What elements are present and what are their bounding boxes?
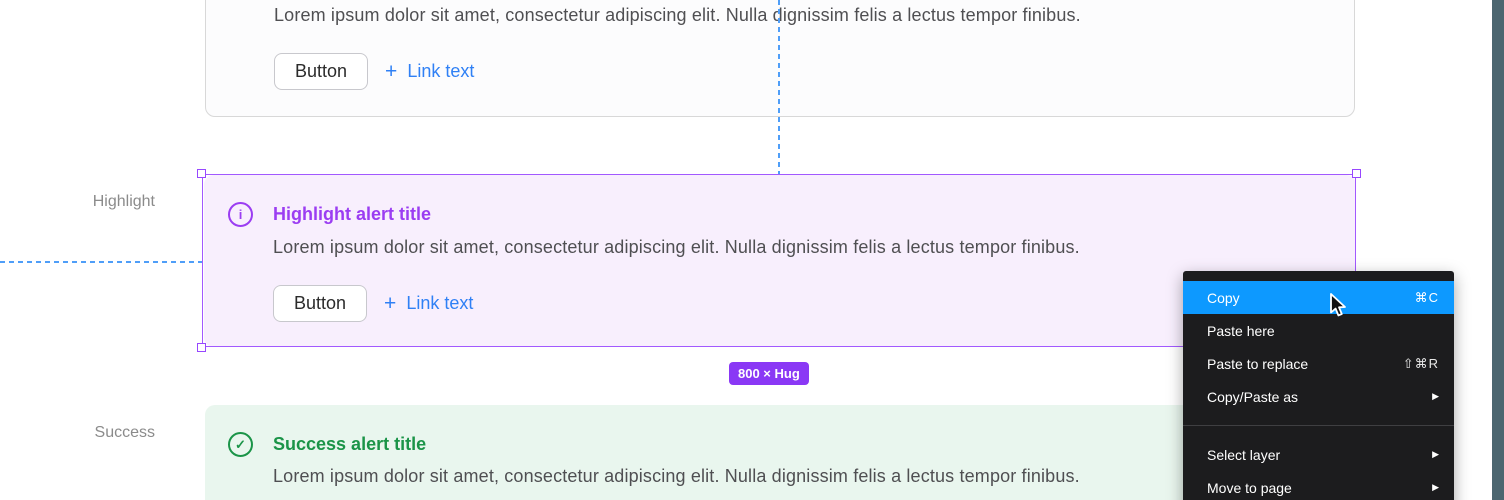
submenu-arrow-icon: ▶ bbox=[1432, 482, 1439, 492]
vertical-guide-line bbox=[778, 0, 780, 174]
right-panel-edge bbox=[1492, 0, 1504, 500]
menu-item-select-layer[interactable]: Select layer ▶ bbox=[1183, 438, 1454, 471]
alert-link[interactable]: + Link text bbox=[385, 61, 474, 82]
size-badge: 800 × Hug bbox=[729, 362, 809, 385]
menu-separator bbox=[1183, 425, 1454, 426]
alert-link-label: Link text bbox=[406, 293, 474, 313]
alert-button[interactable]: Button bbox=[273, 285, 368, 322]
alert-button[interactable]: Button bbox=[274, 53, 369, 90]
submenu-arrow-icon: ▶ bbox=[1432, 391, 1439, 401]
info-icon: i bbox=[228, 202, 253, 227]
submenu-arrow-icon: ▶ bbox=[1432, 449, 1439, 459]
alert-link[interactable]: + Link text bbox=[384, 293, 473, 314]
menu-item-copy-paste-as[interactable]: Copy/Paste as ▶ bbox=[1183, 380, 1454, 413]
menu-item-paste-to-replace[interactable]: Paste to replace ⇧⌘R bbox=[1183, 347, 1454, 380]
section-label-highlight: Highlight bbox=[92, 193, 155, 210]
info-icon-glyph: i bbox=[238, 207, 243, 222]
menu-item-paste-here[interactable]: Paste here bbox=[1183, 314, 1454, 347]
alert-actions: Button + Link text bbox=[273, 285, 473, 322]
plus-icon: + bbox=[384, 292, 397, 315]
alert-title: Highlight alert title bbox=[273, 204, 432, 224]
menu-item-copy[interactable]: Copy ⌘C bbox=[1183, 281, 1454, 314]
selection-handle-bottom-left[interactable] bbox=[197, 343, 206, 352]
menu-item-label: Copy bbox=[1207, 289, 1240, 306]
alert-body-text: Lorem ipsum dolor sit amet, consectetur … bbox=[273, 466, 1080, 486]
mouse-cursor-icon bbox=[1326, 292, 1352, 325]
check-circle-icon: ✓ bbox=[228, 432, 253, 457]
context-menu: Copy ⌘C Paste here Paste to replace ⇧⌘R … bbox=[1183, 271, 1454, 500]
alert-card-highlight[interactable]: i Highlight alert title Lorem ipsum dolo… bbox=[204, 175, 1356, 347]
alert-body-text: Lorem ipsum dolor sit amet, consectetur … bbox=[273, 237, 1080, 257]
menu-shortcut: ⌘C bbox=[1414, 289, 1439, 305]
check-icon-glyph: ✓ bbox=[235, 436, 246, 452]
alert-actions: Button + Link text bbox=[274, 53, 474, 90]
selection-handle-top-right[interactable] bbox=[1352, 169, 1361, 178]
section-label-success: Success bbox=[94, 424, 155, 441]
plus-icon: + bbox=[385, 60, 398, 83]
alert-title: Success alert title bbox=[273, 434, 427, 454]
menu-item-move-to-page[interactable]: Move to page ▶ bbox=[1183, 471, 1454, 500]
menu-item-label: Copy/Paste as bbox=[1207, 388, 1299, 405]
menu-item-label: Paste to replace bbox=[1207, 355, 1309, 372]
menu-item-label: Move to page bbox=[1207, 479, 1292, 496]
alert-card-default[interactable]: Lorem ipsum dolor sit amet, consectetur … bbox=[205, 0, 1355, 117]
menu-item-label: Select layer bbox=[1207, 446, 1281, 463]
alert-link-label: Link text bbox=[407, 61, 475, 81]
alert-body-text: Lorem ipsum dolor sit amet, consectetur … bbox=[274, 5, 1081, 25]
horizontal-guide-line bbox=[0, 261, 202, 263]
selection-handle-top-left[interactable] bbox=[197, 169, 206, 178]
alert-card-success[interactable]: ✓ Success alert title Lorem ipsum dolor … bbox=[205, 405, 1355, 500]
menu-item-label: Paste here bbox=[1207, 322, 1275, 339]
menu-shortcut: ⇧⌘R bbox=[1402, 355, 1439, 371]
